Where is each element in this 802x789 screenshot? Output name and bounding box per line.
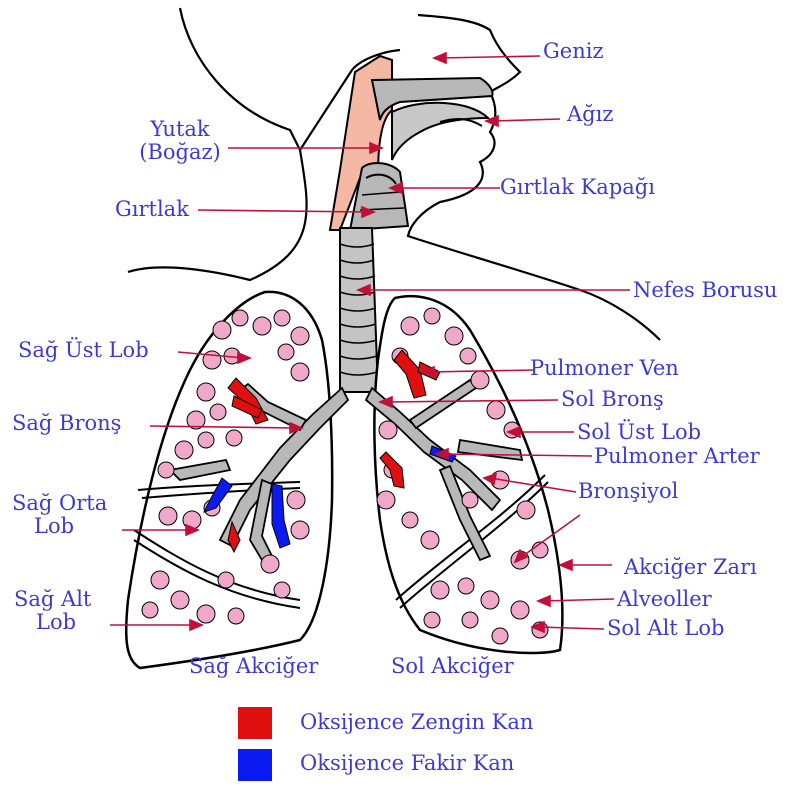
trachea <box>340 228 378 392</box>
label-alveoller: Alveoller <box>617 588 712 611</box>
legend-swatch-oxygen-rich <box>238 707 272 739</box>
label-girtlak: Gırtlak <box>115 198 189 221</box>
label-sol-akciger: Sol Akciğer <box>391 655 514 678</box>
label-nefes-borusu: Nefes Borusu <box>633 279 777 302</box>
label-pulmoner-ven: Pulmoner Ven <box>530 357 679 380</box>
legend-label-oxygen-rich: Oksijence Zengin Kan <box>300 710 533 734</box>
label-akciger-zari: Akciğer Zarı <box>624 556 757 579</box>
label-sag-ust-lob: Sağ Üst Lob <box>18 339 149 362</box>
label-yutak-line1: Yutak <box>128 118 232 141</box>
label-bronsiyol: Bronşiyol <box>578 480 678 503</box>
label-sol-alt-lob: Sol Alt Lob <box>607 617 724 640</box>
label-sag-alt-line2: Lob <box>14 611 91 634</box>
label-sag-orta-line1: Sağ Orta <box>12 492 107 515</box>
label-yutak-line2: (Boğaz) <box>128 141 232 164</box>
legend-label-oxygen-poor: Oksijence Fakir Kan <box>300 751 514 775</box>
label-pulmoner-arter: Pulmoner Arter <box>594 445 760 468</box>
label-sol-bronsh: Sol Bronş <box>561 388 664 411</box>
label-sag-bronsh: Sağ Bronş <box>12 412 121 435</box>
label-sag-alt-lob: Sağ Alt Lob <box>14 588 91 634</box>
label-sag-alt-line1: Sağ Alt <box>14 588 91 611</box>
label-sag-akciger: Sağ Akciğer <box>189 655 318 678</box>
label-girtlak-kapagi: Gırtlak Kapağı <box>500 176 655 199</box>
label-agiz: Ağız <box>567 103 613 126</box>
label-yutak: Yutak (Boğaz) <box>128 118 232 164</box>
oral-cavity <box>392 103 488 160</box>
label-sag-orta-line2: Lob <box>12 515 107 538</box>
legend-swatch-oxygen-poor <box>238 749 272 781</box>
label-geniz: Geniz <box>543 40 604 63</box>
label-sol-ust-lob: Sol Üst Lob <box>577 421 701 444</box>
label-sag-orta-lob: Sağ Orta Lob <box>12 492 107 538</box>
